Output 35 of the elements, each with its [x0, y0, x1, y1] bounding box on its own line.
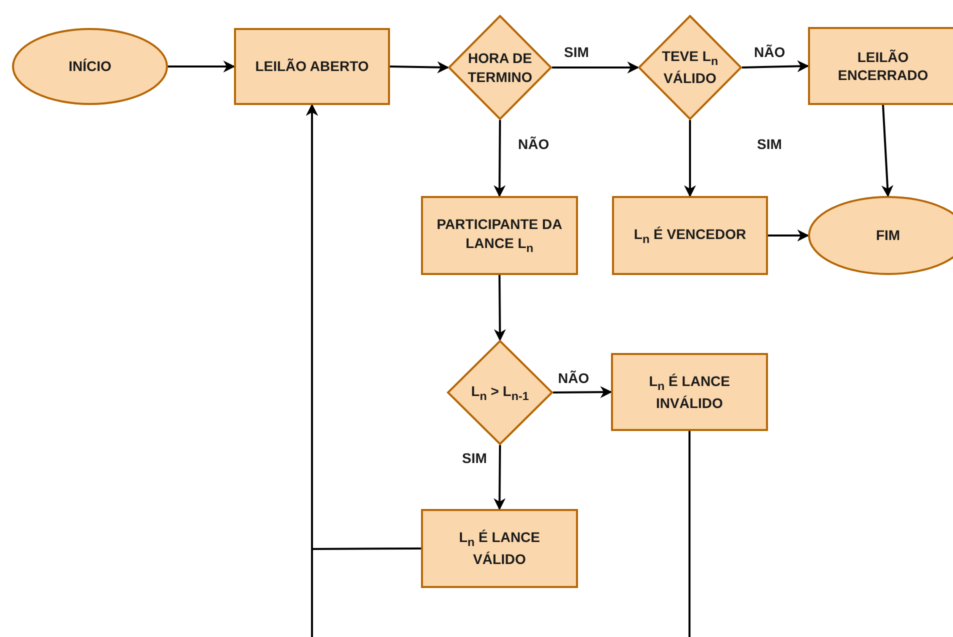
edge-label: NÃO — [556, 370, 592, 386]
arrow — [552, 386, 612, 398]
edge-label: SIM — [562, 44, 591, 60]
edge-label: SIM — [460, 450, 489, 466]
arrow — [494, 445, 506, 510]
arrow — [494, 275, 506, 342]
process-box — [611, 353, 768, 431]
node-text: LEILÃO ENCERRADO — [836, 48, 930, 84]
arrow — [768, 230, 810, 242]
edge-label: SIM — [755, 136, 784, 152]
arrow — [390, 61, 450, 74]
arrow — [881, 104, 894, 198]
node-text: L$_{n}$ É LANCE VÁLIDO — [458, 528, 542, 569]
node-text: LEILÃO ABERTO — [255, 57, 369, 76]
node-text: L$_{n}$ > L$_{n-1}$ — [471, 382, 529, 404]
node-text: L$_{n}$ É VENCEDOR — [634, 224, 746, 246]
node-text: HORA DE TERMINO — [466, 49, 534, 86]
node-text: INÍCIO — [68, 57, 112, 76]
process-box — [234, 28, 390, 105]
process-box — [421, 196, 578, 275]
edge-label: NÃO — [516, 136, 552, 152]
node-text: FIM — [876, 226, 900, 245]
arrow — [494, 120, 506, 198]
arrow — [742, 60, 810, 72]
arrow — [684, 120, 696, 198]
process-box — [421, 509, 578, 588]
node-text: L$_{n}$ É LANCE INVÁLIDO — [648, 372, 732, 412]
process-box — [612, 196, 768, 275]
arrow — [306, 104, 690, 637]
edge-label: NÃO — [752, 44, 788, 60]
node-text: PARTICIPANTE DA LANCE L$_{n}$ — [436, 215, 564, 256]
process-box — [808, 27, 953, 105]
arrow — [168, 60, 236, 72]
node-text: TEVE L$_{n}$ VÁLIDO — [660, 47, 720, 88]
arrow — [552, 62, 640, 74]
